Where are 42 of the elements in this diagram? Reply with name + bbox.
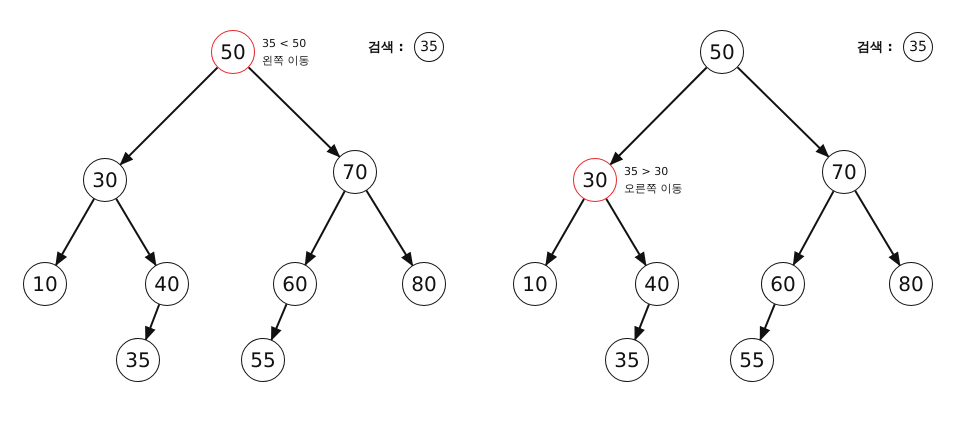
tree-node: 10 (23, 262, 67, 306)
tree-node: 35 (605, 338, 649, 382)
arrow (270, 304, 288, 342)
arrow (120, 66, 218, 166)
arrow (759, 304, 776, 341)
arrow (792, 190, 834, 266)
arrow (366, 190, 414, 266)
search-key-circle: 35 (903, 32, 933, 62)
arrow (854, 190, 901, 266)
tree-node: 30 (83, 158, 127, 202)
search-label: 검색 : (368, 39, 404, 56)
tree-node: 40 (635, 262, 679, 306)
arrow (55, 198, 95, 266)
comparison-note: 35 > 30 (624, 164, 668, 180)
tree-node: 35 (116, 338, 160, 382)
arrow (634, 304, 650, 341)
tree-node: 55 (730, 338, 774, 382)
comparison-note: 왼쪽 이동 (262, 53, 310, 69)
search-key-circle: 35 (414, 32, 444, 62)
arrow (115, 198, 157, 266)
comparison-note: 35 < 50 (262, 36, 306, 52)
tree-node: 70 (333, 150, 377, 194)
arrow (545, 198, 585, 266)
tree-node: 80 (402, 262, 446, 306)
search-label: 검색 : (857, 39, 893, 56)
arrow (248, 66, 340, 158)
highlighted-tree-node: 30 (573, 158, 617, 202)
tree-node: 40 (145, 262, 189, 306)
highlighted-tree-node: 50 (211, 30, 255, 74)
tree-node: 80 (889, 262, 933, 306)
arrow (304, 190, 346, 266)
tree-node: 10 (513, 262, 557, 306)
arrow (605, 198, 647, 266)
tree-node: 60 (761, 262, 805, 306)
tree-node: 70 (822, 150, 866, 194)
comparison-note: 오른쪽 이동 (624, 181, 682, 197)
arrow (610, 66, 708, 166)
tree-node: 55 (241, 338, 285, 382)
arrow (736, 66, 830, 158)
tree-node: 60 (273, 262, 317, 306)
tree-node: 50 (700, 30, 744, 74)
arrow (144, 304, 160, 341)
